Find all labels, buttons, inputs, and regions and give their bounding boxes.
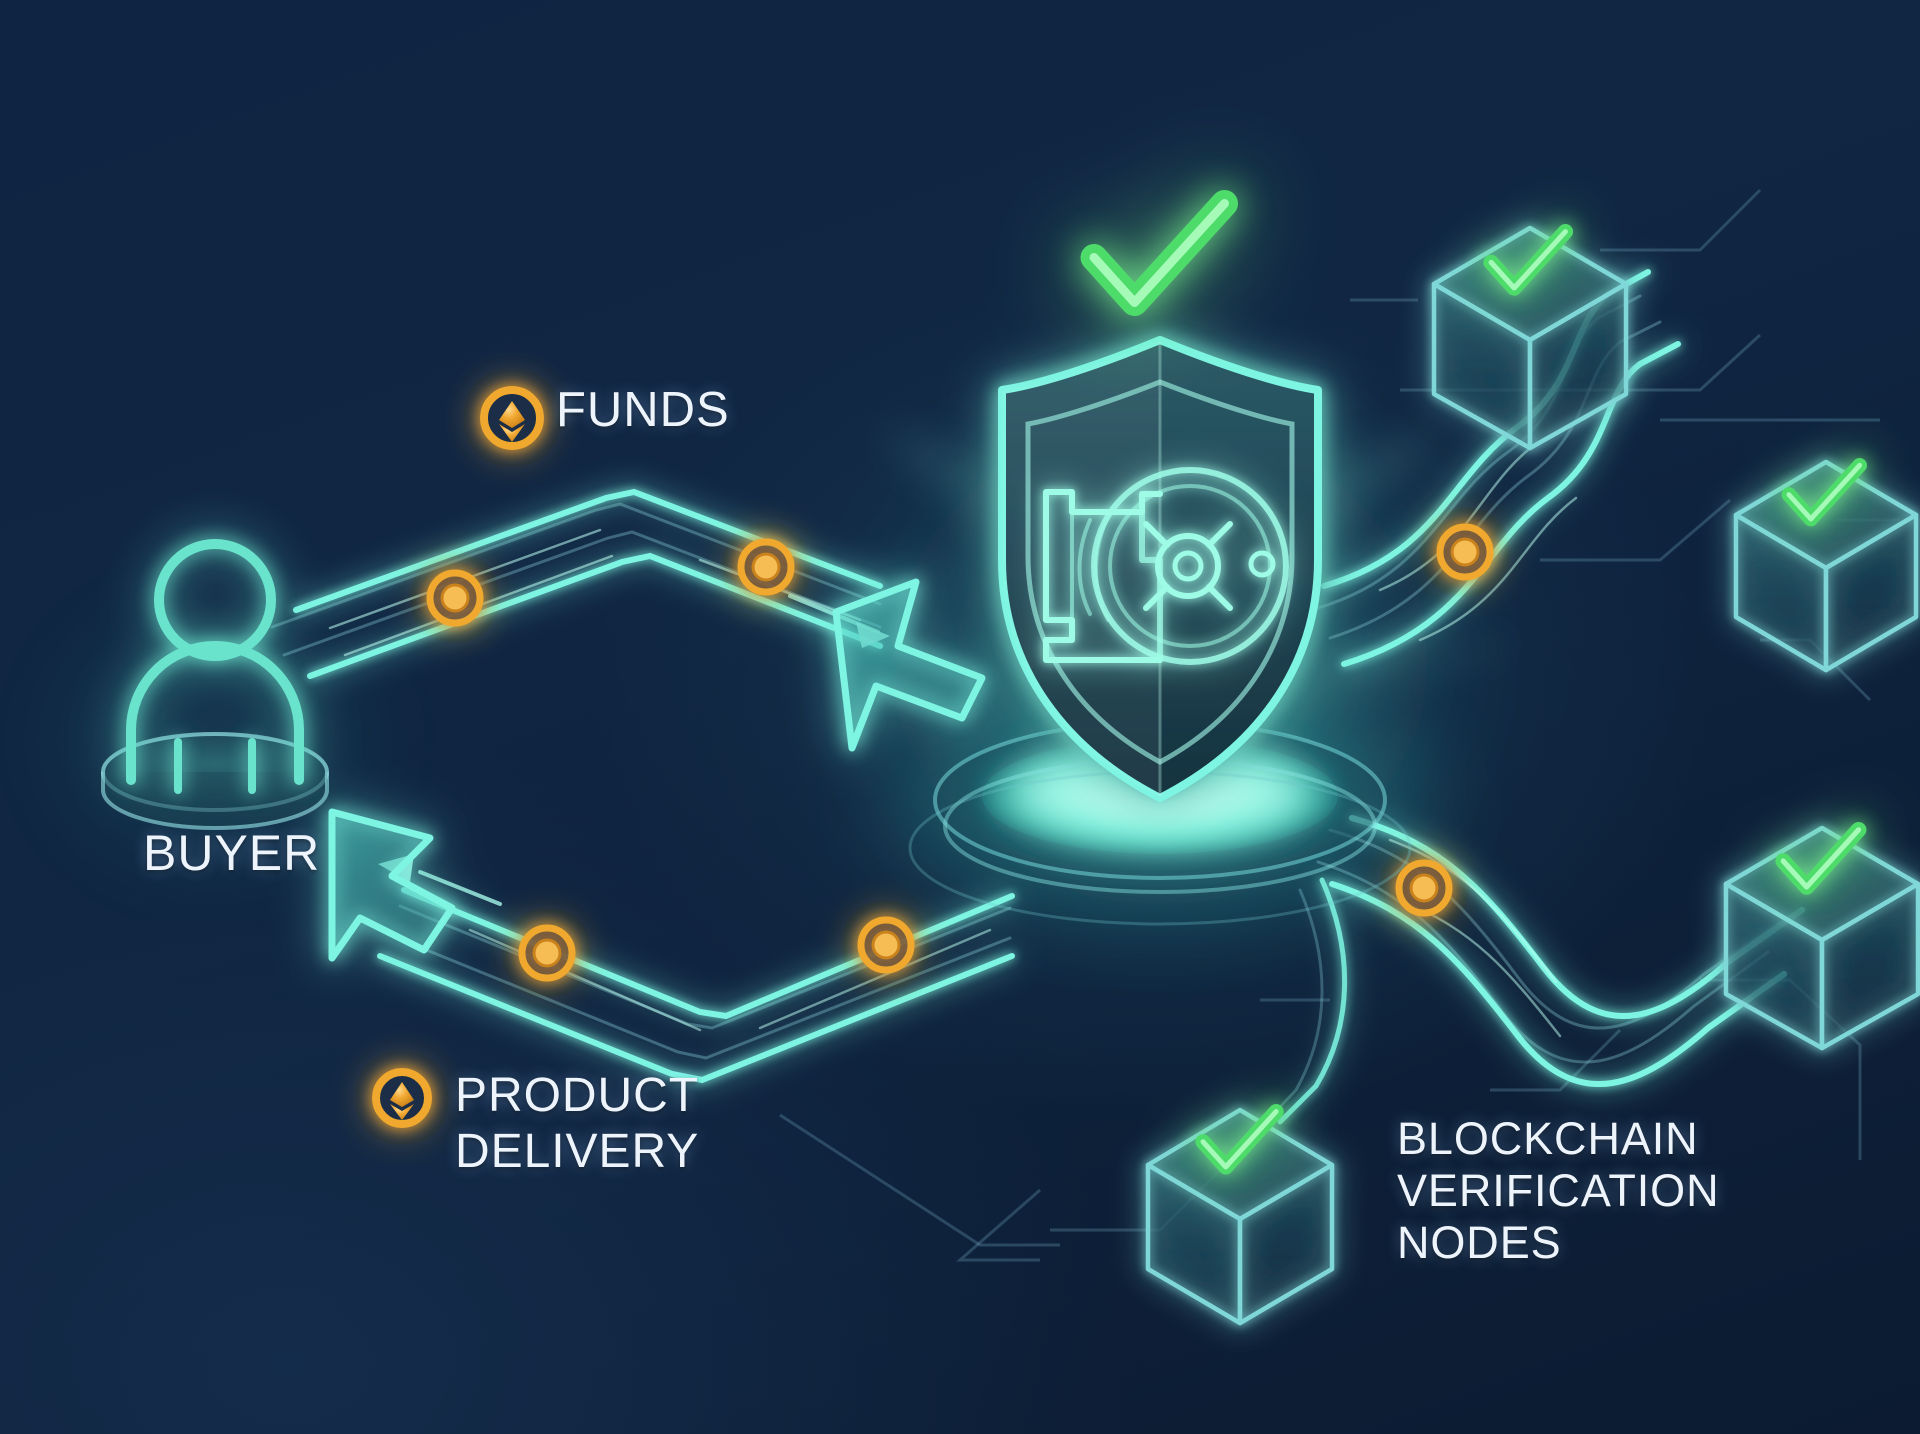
buyer-label: BUYER [143, 825, 321, 881]
blockchain-node-cube [1145, 1110, 1335, 1326]
flow-marker-funds-2 [740, 541, 792, 593]
ethereum-coin-icon [480, 386, 544, 450]
nodes-line-1: BLOCKCHAIN [1397, 1113, 1699, 1164]
nodes-line-3: NODES [1397, 1217, 1562, 1269]
person-avatar-icon [126, 539, 304, 794]
nodes-line-2: VERIFICATION [1397, 1165, 1720, 1217]
flow-verify-bottomcenter-path [1260, 877, 1348, 1128]
flow-marker-product-2 [860, 919, 912, 971]
funds-label: FUNDS [556, 383, 730, 437]
flow-marker-verify-bottom [1398, 862, 1450, 914]
product-delivery-line-1: PRODUCT [455, 1069, 700, 1122]
green-checkmark-icon [1094, 204, 1225, 303]
arrow-left-up-icon [328, 808, 456, 962]
flow-marker-product-1 [521, 927, 573, 979]
product-delivery-line-2: DELIVERY [455, 1124, 700, 1178]
ethereum-coin-icon [372, 1068, 432, 1128]
escrow-shield [908, 204, 1412, 926]
buyer-pedestal [101, 732, 329, 830]
blockchain-node-cube [1723, 828, 1920, 1051]
vault-dial-icon [1043, 467, 1289, 665]
flow-marker-funds-1 [429, 572, 481, 624]
buyer-avatar [101, 539, 329, 830]
flow-verify-bottom-path [1316, 815, 1805, 1087]
arrow-right-down-icon [832, 578, 986, 752]
flow-product-path [377, 854, 1015, 1084]
blockchain-node-cube [1431, 228, 1629, 451]
blockchain-node-cube [1733, 462, 1919, 673]
flow-marker-verify-top [1439, 526, 1491, 578]
flow-funds-path [270, 488, 890, 679]
